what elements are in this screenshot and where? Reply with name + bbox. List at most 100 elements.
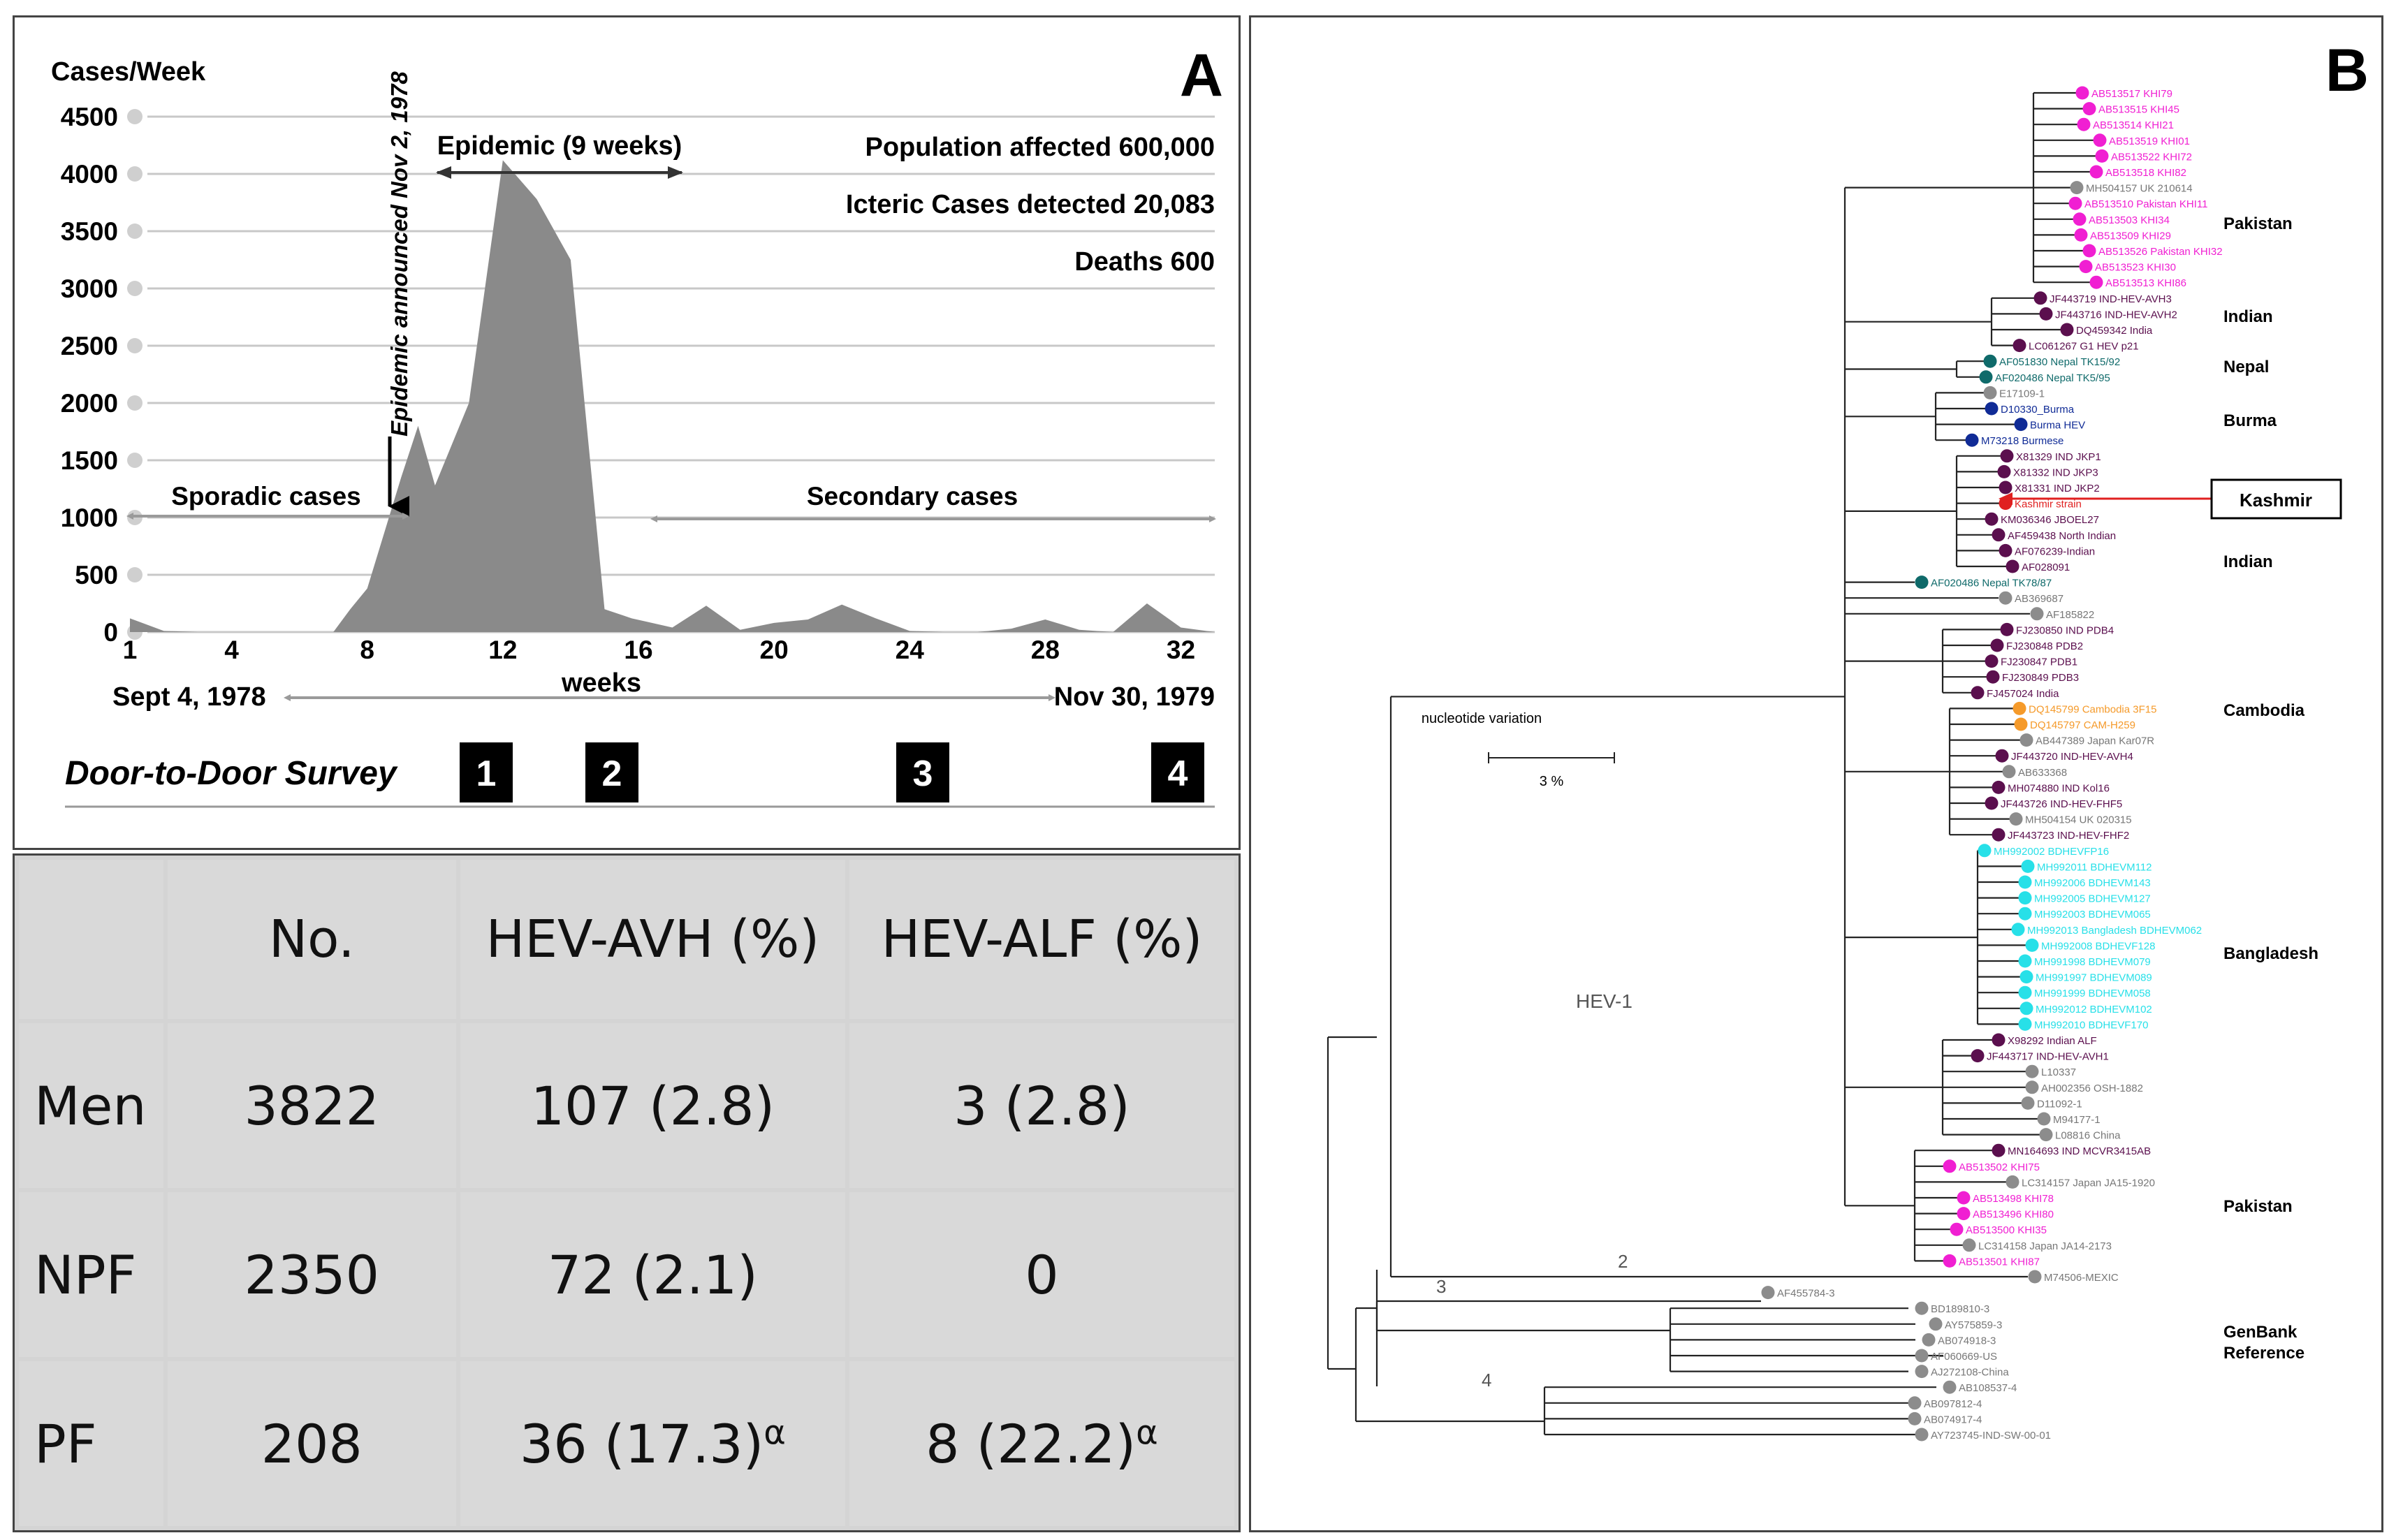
leaf-dot [2009, 812, 2023, 826]
tree-leaf: M73218 Burmese [1965, 433, 2063, 447]
tree-leaf: AB513501 KHI87 [1943, 1254, 2040, 1268]
leaf-dot [1915, 575, 1929, 589]
leaf-label: X98292 Indian ALF [2008, 1035, 2097, 1047]
cell-avh: 36 (17.3)α [460, 1361, 845, 1526]
tree-leaf: AB447389 Japan Kar07R [2019, 733, 2154, 747]
leaf-dot [2037, 1112, 2051, 1126]
leaf-label: AY575859-3 [1945, 1319, 2002, 1331]
leaf-dot [1992, 1143, 2006, 1157]
leaf-label: AJ272108-China [1931, 1367, 2009, 1379]
leaf-dot [2006, 1175, 2019, 1189]
tree-leaf: AB513517 KHI79 [2075, 86, 2172, 100]
tree-leaf: AB074918-3 [1922, 1333, 1996, 1347]
tree-leaf: AB513500 KHI35 [1950, 1222, 2047, 1236]
sporadic-label: Sporadic cases [171, 482, 360, 511]
table-row: NPF 2350 72 (2.1) 0 [19, 1192, 1234, 1358]
leaf-label: AB513526 Pakistan KHI32 [2098, 246, 2223, 258]
leaf-dot [2025, 1064, 2039, 1078]
y-tick-dot [127, 223, 143, 239]
tree-leaf: FJ230850 IND PDB4 [2000, 622, 2114, 636]
leaf-dot [1915, 1428, 1929, 1442]
tree-leaf: AF455784-3 [1761, 1286, 1835, 1300]
tree-leaf: D11092-1 [2021, 1096, 2082, 1110]
leaf-dot [1985, 512, 1999, 526]
scale-label: nucleotide variation [1422, 711, 1542, 726]
genotype-2-label: 2 [1618, 1251, 1628, 1272]
leaf-label: M74506-MEXIC [2044, 1272, 2119, 1284]
leaf-dot [2077, 117, 2091, 131]
leaf-dot [1943, 1159, 1957, 1173]
leaf-label: MH991997 BDHEVM089 [2036, 972, 2152, 984]
announcement-label: Epidemic announced Nov 2, 1978 [386, 71, 412, 437]
tree-leaf: MH992011 BDHEVM112 [2021, 859, 2152, 873]
survey-marker-4: 4 [1151, 742, 1204, 802]
info-population: Population affected 600,000 [865, 133, 1215, 162]
leaf-dot [1908, 1396, 1922, 1410]
leaf-dot [2025, 1080, 2039, 1094]
clade-label-reference: Reference [2223, 1344, 2304, 1363]
leaf-label: DQ145797 CAM-H259 [2030, 719, 2135, 731]
leaf-label: E17109-1 [1999, 388, 2045, 399]
leaf-label: JF443723 IND-HEV-FHF2 [2008, 830, 2129, 842]
leaf-dot [2089, 165, 2103, 179]
tree-leaf: JF443719 IND-HEV-AVH3 [2033, 291, 2172, 305]
tree-leaf: AB513498 KHI78 [1957, 1191, 2054, 1205]
leaf-label: AF076239-Indian [2015, 545, 2095, 557]
leaf-dot [1979, 370, 1993, 384]
header-cell-no: No. [167, 860, 456, 1020]
leaf-label: AB513498 KHI78 [1973, 1193, 2054, 1205]
tree-leaf: AB513509 KHI29 [2074, 228, 2171, 242]
leaf-label: MH992003 BDHEVM065 [2034, 909, 2151, 921]
leaf-dot [1943, 1254, 1957, 1268]
tree-leaf: FJ230849 PDB3 [1986, 670, 2079, 684]
leaf-dot [1978, 844, 1992, 858]
tree-leaf: DQ145797 CAM-H259 [2014, 717, 2135, 731]
leaf-label: X81329 IND JKP1 [2016, 451, 2101, 463]
scale-value: 3 % [1540, 774, 1564, 789]
leaf-label: FJ230850 IND PDB4 [2016, 624, 2114, 636]
y-tick-label: 500 [75, 561, 118, 589]
leaf-label: AB074918-3 [1938, 1335, 1996, 1347]
panel-letter-a: A [1180, 42, 1223, 109]
tree-leaf: L08816 China [2039, 1128, 2121, 1142]
leaf-dot [2079, 260, 2093, 274]
leaf-label: DQ145799 Cambodia 3F15 [2029, 703, 2156, 715]
leaf-label: AF060669-US [1931, 1351, 1997, 1363]
tree-leaf: MH504157 UK 210614 [2070, 181, 2193, 195]
leaf-label: FJ230847 PDB1 [2001, 657, 2077, 668]
genotype-3-label: 3 [1436, 1276, 1446, 1297]
tree-leaf: AF028091 [2006, 559, 2070, 573]
leaf-dot [2014, 418, 2028, 432]
header-cell-avh: HEV-AVH (%) [460, 860, 845, 1020]
tree-leaf: L10337 [2025, 1064, 2076, 1078]
leaf-label: MH992008 BDHEVF128 [2041, 940, 2155, 952]
leaf-label: AB513517 KHI79 [2091, 88, 2172, 100]
leaf-dot [2000, 622, 2014, 636]
leaf-dot [1990, 638, 2004, 652]
leaf-label: MH992010 BDHEVF170 [2034, 1019, 2148, 1031]
leaf-label: AB513510 Pakistan KHI11 [2084, 198, 2208, 210]
y-tick-dot [127, 567, 143, 582]
leaf-dot [2075, 86, 2089, 100]
leaf-label: AB633368 [2018, 767, 2067, 779]
survey-number: 2 [602, 754, 622, 794]
x-tick-label: 24 [896, 636, 925, 664]
leaf-dot [2033, 291, 2047, 305]
tree-leaf: AF020486 Nepal TK78/87 [1915, 575, 2052, 589]
leaf-dot [2013, 701, 2026, 715]
tree-leaf: AB513526 Pakistan KHI32 [2082, 244, 2223, 258]
tree-leaf: JF443716 IND-HEV-AVH2 [2039, 307, 2177, 321]
leaf-dot [2093, 133, 2107, 147]
tree-leaf: MH992008 BDHEVF128 [2025, 938, 2155, 952]
clade-label-indian: Indian [2223, 307, 2273, 326]
leaf-label: AB513503 KHI34 [2089, 214, 2170, 226]
leaf-dot [1986, 670, 2000, 684]
tree-leaf: MH991998 BDHEVM079 [2018, 954, 2151, 968]
cell-avh: 72 (2.1) [460, 1192, 845, 1358]
tree-leaf: AB097812-4 [1908, 1396, 1982, 1410]
leaf-dot [2039, 307, 2053, 321]
y-tick-dot [127, 166, 143, 182]
leaf-label: AF455784-3 [1777, 1288, 1835, 1300]
tree-leaf: MH992013 Bangladesh BDHEVM062 [2011, 923, 2202, 937]
